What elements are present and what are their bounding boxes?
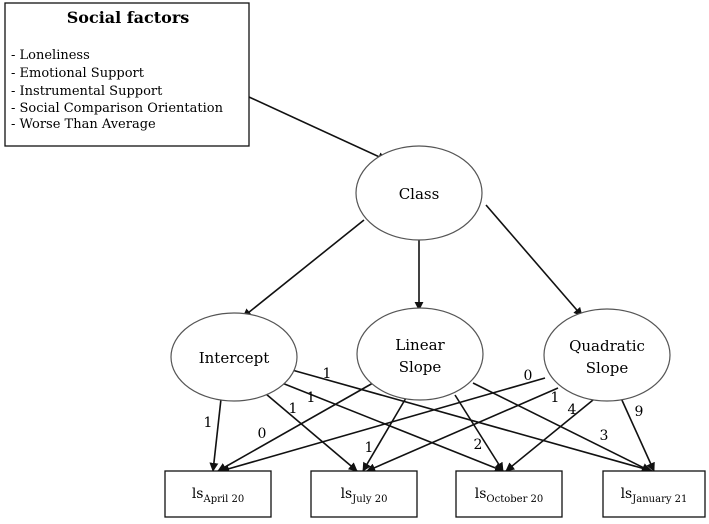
loading-quadratic-january: 9 [635,404,644,420]
arrow-linear-to-july [362,397,407,472]
loading-intercept-october: 1 [307,390,316,406]
observed-october-label: lsOctober 20 [475,486,544,505]
social-factor-item: - Social Comparison Orientation [11,101,224,116]
arrow-quadratic-to-october [505,399,594,472]
social-factors-box: Social factors - Loneliness - Emotional … [4,2,250,147]
loading-intercept-april: 1 [204,415,213,431]
social-factor-item: - Emotional Support [11,66,145,81]
node-quadratic-slope-label-line1: Quadratic [569,337,645,355]
node-quadratic-slope: Quadratic Slope [543,308,671,402]
observed-july-label: lsJuly 20 [341,486,388,505]
social-factor-item: - Loneliness [11,48,90,63]
node-quadratic-slope-label-line2: Slope [586,359,629,377]
loading-quadratic-october: 4 [568,402,577,418]
social-factors-title: Social factors [67,8,190,27]
node-intercept: Intercept [170,312,298,402]
node-linear-slope-label-line2: Slope [399,358,442,376]
arrow-quadratic-to-january [620,397,655,472]
loading-linear-january: 3 [600,428,609,444]
loading-linear-october: 2 [474,437,483,453]
arrow-linear-to-april [217,382,374,472]
arrow-social-to-class [248,96,387,161]
arrow-class-to-quadratic [485,204,583,317]
observed-january: lsJanuary 21 [602,470,706,518]
node-class-label: Class [399,185,440,203]
arrow-intercept-to-april [209,398,222,472]
loading-quadratic-april: 0 [524,368,533,384]
observed-january-label: lsJanuary 21 [621,486,688,505]
social-factor-item: - Worse Than Average [11,117,156,132]
arrow-quadratic-to-july [366,387,559,472]
arrow-linear-to-january [472,382,651,472]
arrow-quadratic-to-april [220,377,546,474]
loading-linear-april: 0 [258,426,267,442]
observed-july: lsJuly 20 [310,470,418,518]
arrow-class-to-intercept [242,219,365,318]
loading-intercept-january: 1 [323,366,332,382]
node-linear-slope-label-line1: Linear [395,336,445,354]
loading-linear-july: 1 [365,440,374,456]
social-factor-item: - Instrumental Support [11,84,163,99]
node-intercept-label: Intercept [199,349,270,367]
node-linear-slope: Linear Slope [356,307,484,401]
loading-intercept-july: 1 [289,401,298,417]
observed-april-label: lsApril 20 [192,486,244,505]
loading-quadratic-july: 1 [551,390,560,406]
node-class: Class [355,145,483,241]
observed-october: lsOctober 20 [455,470,563,518]
arrow-intercept-to-july [265,393,358,472]
arrow-linear-to-october [454,394,504,472]
arrow-intercept-to-october [281,382,504,473]
observed-april: lsApril 20 [164,470,272,518]
